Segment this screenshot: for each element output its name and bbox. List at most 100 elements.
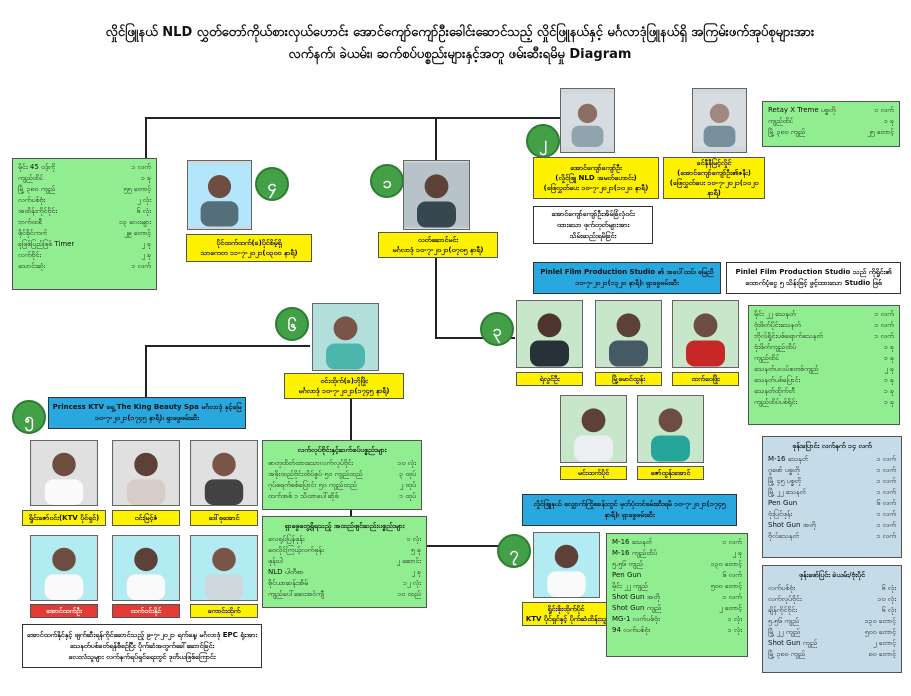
connector (435, 258, 437, 338)
node-number-7: ၇ (497, 534, 531, 568)
photo-group3-1 (516, 300, 583, 368)
connector (435, 117, 437, 162)
connector (145, 117, 147, 177)
inventory-row: အထိန်းကိုင်ဗိုင်း၆ လုံး (18, 207, 151, 215)
diagram-title: လှိုင်ဖြူနယ် NLD လွှတ်တော်ကိုယ်စားလှယ်ဟေ… (60, 22, 860, 66)
connector (145, 117, 560, 119)
inventory-row: သေနတ်ထိုက်တီ၁ ခု (754, 387, 894, 395)
inventory-row: မိုင်း ၂၂ ကျည်၅၀၀ တောင့် (612, 582, 742, 590)
inventory-seized-items: ရှာဖွေတွေ့ရှိရသည့် အထည်ဖျင်ဆည်းပစ္စည်းမျ… (262, 516, 427, 608)
inventory-row: ကျည်ထိပ်၁ ခု (18, 174, 151, 182)
node-number-4: ၄ (255, 167, 289, 201)
summary-row: မြို့ ၄၅ ပစ္စတို၁ လက် (768, 477, 896, 485)
label-group5-2: ဝင်းမြင့်ဇံ (112, 510, 180, 526)
caption-checkpoint: လှိုင်ဖြူနယ် လျှောက်ကြိုစခန်းတွင် မှတ်ပု… (522, 494, 737, 526)
summary-row: ဂူဖော် ပစ္စတို၁ လက် (768, 466, 896, 474)
inventory-left: မိုင်း 45 ဝဒ့်ကို၁ လက် ကျည်ထိပ်၁ ခု မြို… (12, 158, 157, 290)
connector (350, 545, 530, 547)
caption-node-2a: အောင်ကျော်ကျော်ဦး (လှိုင်ဖြူ NLD အမတ်ဟော… (533, 157, 659, 199)
summary-row: မြို့ ၂၂ သေနတ်၁ လက် (768, 488, 896, 496)
note-studio-funding: Pinlel Film Production Studio သည် ကိုရှိ… (726, 262, 901, 294)
title-line-1: လှိုင်ဖြူနယ် NLD လွှတ်တော်ကိုယ်စားလှယ်ဟေ… (105, 25, 815, 40)
note-epc-plan: အောင်ထက်နိုင်နှင့် ဖျက်ဆီးရန်ကိုင်ဆောင်သ… (22, 624, 262, 668)
photo-group3-2 (595, 300, 662, 368)
photo-group5-5 (112, 535, 180, 601)
inventory-row: M-16 ကျည်ထိပ်၂ ခု (612, 549, 742, 557)
inventory-row: ကျည်ထိပ်၁ ခု (754, 354, 894, 362)
connector (435, 337, 515, 339)
label-group3-3: ထက်ဝေဖြိုး (672, 372, 739, 386)
label-group3-4: မင်းထက်ပိုင် (560, 466, 627, 480)
inventory-row: NLD ပါတီစာ၂ ခု (268, 568, 421, 576)
inventory-row: 94 လက်ပစ်ဗုံး၁ လုံး (612, 626, 742, 634)
photo-node-7 (533, 532, 600, 598)
photo-group5-2 (112, 440, 180, 506)
summary-row: M-16 သေနတ်၁ လက် (768, 455, 896, 463)
inventory-row: ဂုပ်စရက်စစ်ပြောင်း ၅၀ ကျည်ထည်၂ ထုပ် (268, 481, 416, 489)
note-studio-raid: Pinlel Film Production Studio ၏ အပေါ်ထပ်… (533, 262, 721, 294)
summary-row: ဗိုလ်သေနတ်၁ လက် (768, 532, 896, 540)
photo-node-1 (403, 160, 470, 230)
summary-row: မြို့ ၂၂ ကျည်၅၀၀ တောင့် (768, 628, 896, 636)
photo-node-2b (692, 88, 747, 153)
node-number-1: ၁ (370, 164, 404, 198)
label-group3-5: ဇော်ထွန်းအောင် (637, 466, 704, 480)
summary-header: ဖုန်းဖော်ပြင်း ခဲယမ်း/ဗုံးပိုင် (798, 571, 866, 579)
connector (145, 345, 310, 347)
summary-row: မြို့ ၃၈၀ ကျည်၈၀ တောင့် (768, 650, 896, 658)
inventory-row: ကျည်ပေါ်ဆေးအင်ကျီ၁၀ ထည် (268, 590, 421, 598)
summary-row: ဗုံးပြင်ဖုန်း၁ လက် (768, 510, 896, 518)
inventory-header: ရှာဖွေတွေ့ရှိရသည့် အထည်ဖျင်ဆည်းပစ္စည်းမျ… (284, 522, 405, 530)
caption-node-6: ဝင်းထိုက်(ခ)ဘိုဖြိုး မင်္ဂလာဒုံ ၁၀-၇-၂၀၂… (284, 373, 404, 399)
node-number-2: ၂ (526, 124, 560, 158)
caption-node-1: လတ်ဆောင်မင်း မင်္ဂလာဒုံ ၁၀-၇-၂၀၂၁(၀၇၀၅ န… (378, 232, 498, 258)
inventory-row: သေနတ်ပလပ်စတစ်ကျည်၂ ခု (754, 365, 894, 373)
inventory-row: သောင်းဆုံး၁ လက် (18, 262, 151, 270)
summary-row: Shot Gun ကျည်၂ တောင့် (768, 639, 896, 647)
inventory-row: အဖိုးထည်ဗိုင်းထိပ်စွပ် ၅၀ ကျည်ထည်၃ ထုပ် (268, 470, 416, 478)
label-group5-5: ထက်ဝင်းနိုင် (112, 604, 180, 618)
inventory-row: ဗုံးဖိတ်ပိုင်းသေနတ်၁ လက် (754, 321, 894, 329)
photo-group5-3 (190, 440, 258, 506)
inventory-row: စိုင်ယာဆန်းအိမ်၁၂ လုံး (268, 579, 421, 587)
inventory-header: လက်လုပ်ဗိုင်းနှင့်ဆက်စပ်ပစ္စည်းများ (297, 446, 387, 454)
inventory-row: ဘက်ထရီ၁၃ လေးများ (18, 218, 151, 226)
label-group5-6: ကောင်းထိုက် (190, 604, 258, 618)
node-number-5: ၅ (12, 400, 46, 434)
inventory-row: မိုင်း 45 ဝဒ့်ကို၁ လက် (18, 163, 151, 171)
inventory-row: လက်ပစ်ဗုံး၂ လုံး (18, 196, 151, 204)
summary-row: လက်လုပ်ဗိုင်း၁၀ လုံး (768, 595, 896, 603)
inventory-row: Shot Gun အတို၁ လက် (612, 593, 742, 601)
node-number-3: ၃ (480, 312, 514, 346)
photo-group3-5 (637, 395, 704, 463)
inventory-row: လက်ဗိုင်း၂ ခု (18, 251, 151, 259)
photo-node-2a (560, 88, 615, 153)
inventory-row: Retay X Treme ပစ္စတို၁ လက် (768, 106, 894, 114)
photo-group5-1 (30, 440, 98, 506)
inventory-row: ကျည်ထိပ်ပစ်ရိုင်း၁ ခု (754, 398, 894, 406)
inventory-row: ဝေလိုင်ကြယ့်လက်ဖုန်း၅ ခု (268, 546, 421, 554)
inventory-group3: မိုင်း ၂၂ သေနတ်၁ လက် ဗုံးဖိတ်ပိုင်းသေနတ်… (748, 305, 900, 425)
label-group3-2: မြို့မောင်ထွန်း (595, 372, 662, 386)
node-number-6: ၆ (275, 307, 309, 341)
inventory-node7: M-16 သေနတ်၁ လက် M-16 ကျည်ထိပ်၂ ခု ၅.၅၆ က… (606, 533, 748, 657)
inventory-row: ဖိုင်စိုင်ကက်၂၉ တောင့် (18, 229, 151, 237)
title-line-2: လက်နက်၊ ခဲယမ်း၊ ဆက်စပ်ပစ္စည်းများနှင့်အတ… (288, 47, 632, 62)
label-group3-1: ရဲလွင်ဦး (516, 372, 583, 386)
photo-group5-6 (190, 535, 258, 601)
summary-row: ချိန်ကိုင်ဗိုင်း၆ လုံး (768, 606, 896, 614)
inventory-row: ဗုံးဖိတ်ကျည်ထိပ်၁ ခု (754, 343, 894, 351)
summary-weapons: ဖုန်းပြောင်း လက်နက် ၁၄ လက် M-16 သေနတ်၁ လ… (762, 436, 902, 558)
inventory-row: ဖုန်းပါ၂ ဆောင်း (268, 557, 421, 565)
inventory-row: လေရုပ်ပြန်ဖုန်း၁ လုံး (268, 535, 421, 543)
caption-node-4: ပိုင်ထက်ထက်(ခ)ပိုင်စိမ့်ရှိ သာကေတ ၁၁-၇-၂… (186, 234, 312, 262)
inventory-row: ကျည်ထိပ်၁ ခု (768, 117, 894, 125)
caption-node-5: Princess KTV ရှေ့ The King Beauty Spa မင… (48, 397, 246, 429)
note-aung-house: အောင်ကျော်ကျော်ဦးအိမ်ခြံလှံဝင်း ထားသော ဖ… (533, 206, 653, 244)
photo-group3-3 (672, 300, 739, 368)
inventory-row: မြို့ ၃၈၀ ကျည်၂၅ တောင့် (768, 128, 894, 136)
summary-row: Shot Gun အတို၁ လက် (768, 521, 896, 529)
inventory-row: ထက်အစ် ၁ သိထာပေါ်ဆိုဖ်၁ ထုပ် (268, 492, 416, 500)
